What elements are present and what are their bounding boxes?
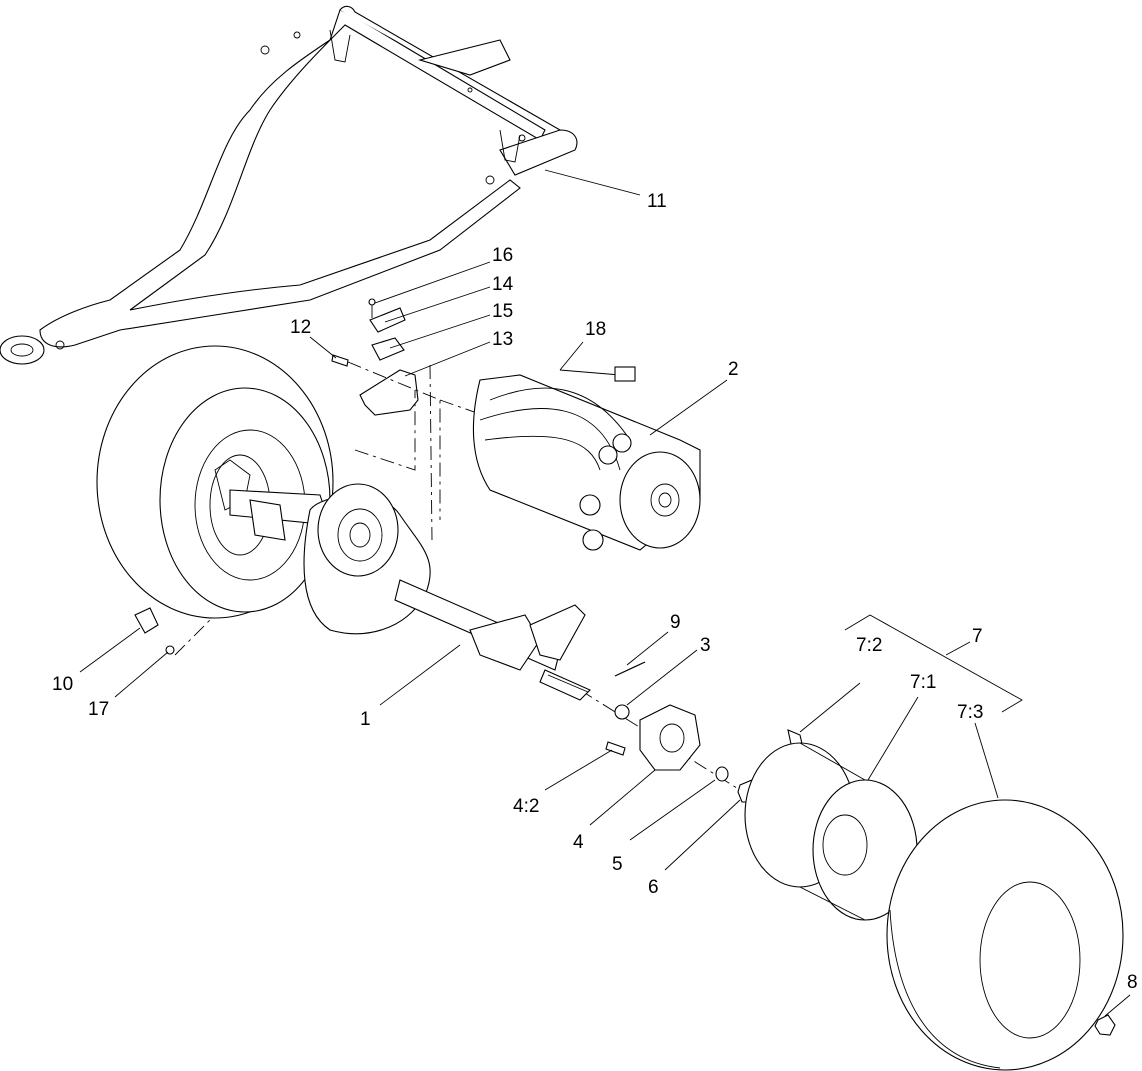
leader-lines [79, 169, 1131, 1017]
electric-motor [472, 366, 701, 551]
callouts: 1 2 3 4 4:2 5 6 7 7:1 7:2 7:3 8 9 10 11 … [52, 191, 1138, 993]
callout-7-2: 7:2 [856, 635, 882, 656]
right-tire [886, 799, 1124, 1071]
callout-7: 7 [972, 626, 983, 647]
left-wheel [96, 345, 334, 619]
callout-5: 5 [612, 854, 623, 875]
callout-16: 16 [492, 245, 513, 266]
wheel-hub [605, 704, 701, 771]
callout-7-3: 7:3 [957, 702, 983, 723]
callout-1: 1 [360, 709, 371, 730]
callout-13: 13 [492, 329, 513, 350]
tow-frame [0, 5, 578, 365]
cotter-pin [614, 661, 646, 677]
callout-10: 10 [52, 674, 73, 695]
callout-2: 2 [728, 359, 739, 380]
callout-9: 9 [670, 612, 681, 633]
callout-4: 4 [573, 832, 584, 853]
callout-18: 18 [585, 319, 606, 340]
washer [614, 704, 630, 720]
hub-washer [715, 766, 729, 782]
callout-14: 14 [492, 274, 514, 295]
callout-11: 11 [647, 191, 667, 212]
wheel-rim [744, 742, 918, 921]
lug-nut [1094, 1014, 1116, 1036]
callout-17: 17 [88, 699, 109, 720]
callout-12: 12 [290, 317, 311, 338]
callout-8: 8 [1127, 972, 1138, 993]
callout-6: 6 [648, 877, 659, 898]
callout-7-1: 7:1 [910, 672, 936, 693]
grease-fitting [134, 607, 175, 655]
callout-15: 15 [492, 301, 513, 322]
callout-3: 3 [700, 635, 711, 656]
mounting-bracket [331, 298, 419, 416]
transaxle [229, 483, 591, 701]
callout-4-2: 4:2 [513, 796, 539, 817]
